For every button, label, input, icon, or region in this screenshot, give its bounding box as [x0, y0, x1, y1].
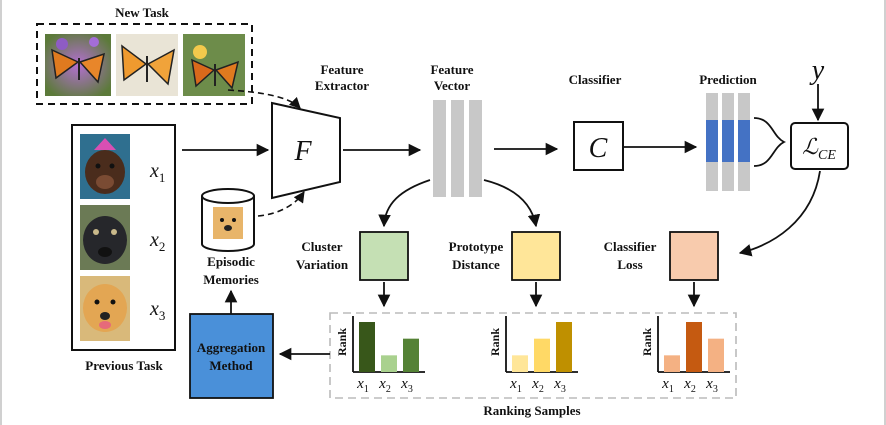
vector-to-cluster-arrow: [378, 179, 431, 228]
tick-label-x3: x3: [705, 376, 718, 395]
previous-task-box: [71, 124, 176, 351]
ranking-samples-box: [329, 312, 737, 399]
episodic-label-1: Episodic: [207, 254, 255, 269]
previous-task-label: Previous Task: [85, 358, 163, 373]
rank-bar-x2: [381, 355, 397, 372]
butterfly-image-2: [116, 34, 178, 96]
loss-to-classifier-loss-arrow: [738, 170, 821, 257]
loss-box: [790, 122, 849, 170]
rank-axis-label: Rank: [335, 328, 349, 356]
label-y-symbol: y: [809, 55, 825, 86]
butterfly-image-3: [183, 34, 245, 96]
aggregation-label-1: Aggregation: [197, 340, 266, 355]
rank-bar-x1: [664, 355, 680, 372]
tick-label-x2: x2: [683, 376, 696, 395]
classifier-box: [573, 121, 624, 171]
classifier-loss-box: [669, 231, 719, 281]
episodic-label-2: Memories: [203, 272, 259, 287]
new-task-label: New Task: [115, 5, 170, 20]
ranking-samples-label: Ranking Samples: [483, 403, 580, 418]
cluster-variation-chart: Rank x1 x2 x3: [335, 316, 425, 395]
feature-extractor-trapezoid: [271, 101, 341, 200]
cluster-variation-box: [359, 231, 409, 281]
prototype-distance-box: [511, 231, 561, 281]
feature-vector-bar-1: [433, 100, 446, 197]
rank-bar-x2: [686, 322, 702, 372]
previous-sample-x1: x1: [149, 160, 165, 185]
feature-vector-bar-3: [469, 100, 482, 197]
classloss-label-1: Classifier: [604, 239, 657, 254]
memory-to-extractor-arrow: [257, 191, 305, 217]
rank-bar-x3: [708, 338, 724, 372]
butterfly-image-1: [45, 34, 111, 96]
aggregation-method-box: [189, 313, 274, 399]
episodic-memory-cylinder: [201, 188, 255, 252]
prototype-label-1: Prototype: [449, 239, 504, 254]
rank-axis-label: Rank: [640, 328, 654, 356]
dog-image-1: [80, 134, 130, 199]
rank-bar-x2: [534, 338, 550, 372]
loss-symbol: ℒCE: [802, 134, 836, 163]
rank-bar-x3: [403, 338, 419, 372]
rank-bar-x3: [556, 322, 572, 372]
tick-label-x3: x3: [553, 376, 566, 395]
tick-label-x1: x1: [661, 376, 674, 395]
feature-vector-label-1: Feature: [430, 62, 473, 77]
rank-bar-x1: [512, 355, 528, 372]
cluster-label-1: Cluster: [301, 239, 342, 254]
feature-vector-label-2: Vector: [434, 78, 471, 93]
tick-label-x1: x1: [509, 376, 522, 395]
tick-label-x3: x3: [400, 376, 413, 395]
rank-bar-x1: [359, 322, 375, 372]
prediction-brace: [753, 117, 787, 167]
rank-axis-label: Rank: [488, 328, 502, 356]
classifier-loss-chart: Rank x1 x2 x3: [640, 316, 730, 395]
new-task-to-extractor-arrow: [227, 89, 301, 109]
cluster-label-2: Variation: [296, 257, 349, 272]
feature-extractor-label-1: Feature: [320, 62, 363, 77]
prototype-distance-chart: Rank x1 x2 x3: [488, 316, 578, 395]
new-task-box: [36, 23, 253, 105]
previous-sample-x3: x3: [149, 298, 165, 323]
classloss-label-2: Loss: [617, 257, 642, 272]
dog-image-3: [80, 276, 130, 341]
aggregation-label-2: Method: [209, 358, 253, 373]
vector-to-prototype-arrow: [483, 179, 541, 228]
tick-label-x2: x2: [378, 376, 391, 395]
tick-label-x1: x1: [356, 376, 369, 395]
feature-vector-bar-2: [451, 100, 464, 197]
prediction-vector: [706, 93, 750, 191]
feature-extractor-label-2: Extractor: [315, 78, 369, 93]
feature-extractor-symbol: F: [293, 136, 312, 167]
prediction-label: Prediction: [699, 72, 757, 87]
tick-label-x2: x2: [531, 376, 544, 395]
prototype-label-2: Distance: [452, 257, 500, 272]
dog-image-2: [80, 205, 130, 270]
classifier-symbol: C: [589, 133, 608, 164]
classifier-label: Classifier: [569, 72, 622, 87]
previous-sample-x2: x2: [149, 229, 165, 254]
